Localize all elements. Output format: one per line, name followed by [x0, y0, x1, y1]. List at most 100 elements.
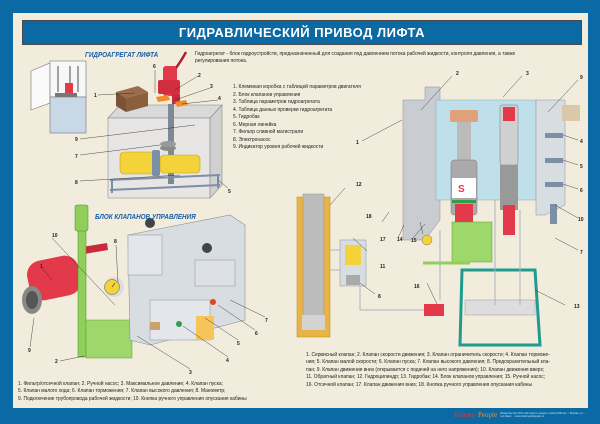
hydro-tank [107, 104, 223, 199]
scheme-valve-block-right [535, 99, 566, 216]
scheme-callout-16: 16 [414, 284, 420, 290]
valve-callout-10: 10 [52, 233, 58, 239]
caption-line: 1. Фильтр/отсечной клапан; 2. Ручной нас… [18, 381, 223, 387]
scheme-cylinder [296, 193, 331, 338]
hydraulic-scheme: S [296, 75, 580, 347]
slow-speed-valve [196, 316, 214, 340]
valve-callout-1: 1 [40, 264, 43, 270]
hydro-unit-section-title: ГИДРОАГРЕГАТ ЛИФТА [85, 52, 159, 59]
scheme-leader-lines [329, 75, 579, 306]
caption-line: 9. Подключение трубопровода рабочей жидк… [18, 395, 247, 402]
caption-line: пан; 9. Клапан движения вниз (открываетс… [306, 366, 545, 373]
legend-item: 7. Фильтр сливной магистрали [233, 129, 304, 135]
parameter-plate [156, 95, 170, 102]
scheme-callout-15: 15 [411, 238, 417, 244]
valve-block-illustration [22, 204, 266, 370]
scheme-callout-4: 4 [580, 139, 583, 145]
scheme-caption: 1. Сервисный клапан; 2. Клапан скорости … [306, 352, 598, 389]
hydro-callout-3: 3 [210, 84, 213, 90]
hydro-callout-8: 8 [75, 180, 78, 186]
svg-text:S: S [458, 184, 465, 195]
scheme-callout-18: 18 [366, 214, 372, 220]
valve-block-caption: 1. Фильтр/отсечной клапан; 2. Ручной нас… [18, 381, 302, 403]
valve-callout-2: 2 [55, 359, 58, 365]
scheme-callout-6: 6 [580, 188, 583, 194]
hydro-callout-5: 5 [228, 189, 231, 195]
publisher-brand-history: History [454, 411, 475, 419]
legend-item: 6. Мерная линейка [233, 121, 277, 128]
start-valve [176, 321, 182, 327]
valve-callout-5: 5 [237, 341, 240, 347]
high-pressure-valve [210, 299, 216, 305]
publisher-brand-people: People [478, 411, 498, 419]
scheme-hydro-tank [458, 268, 542, 347]
hand-pump-lever [74, 204, 133, 359]
terminal-box [116, 86, 148, 112]
hydro-callout-9: 9 [75, 137, 78, 143]
scheme-callout-13: 13 [574, 304, 580, 310]
scheme-callout-1: 1 [356, 140, 359, 146]
legend-item: 2. Блок клапанов управления [233, 91, 301, 98]
scheme-callout-17: 17 [380, 237, 386, 243]
scheme-callout-9: 9 [580, 75, 583, 81]
legend-item: 3. Таблица параметров гидроагрегата [233, 99, 320, 105]
scheme-callout-11: 11 [380, 264, 386, 270]
scheme-callout-5: 5 [580, 164, 583, 170]
hydro-callout-7: 7 [75, 154, 78, 160]
legend-item: 8. Электронасос [233, 136, 271, 143]
scheme-solenoid [562, 105, 580, 121]
hydro-callout-1: 1 [94, 93, 97, 99]
scheme-manual-button [421, 234, 433, 246]
scheme-callout-7: 7 [580, 250, 583, 256]
title-bar: ГИДРАВЛИЧЕСКИЙ ПРИВОД ЛИФТА [22, 20, 582, 45]
valve-callout-9: 9 [28, 348, 31, 354]
legend-item: 4. Таблица данных проверки гидроагрегата [233, 106, 333, 113]
legend-item: 1. Клеммная коробка с таблицей параметро… [233, 84, 361, 90]
valve-callout-6: 6 [255, 331, 258, 337]
valve-callout-8: 8 [114, 239, 117, 245]
hydro-callout-6: 6 [153, 64, 156, 70]
caption-line: 5. Клапан малого хода; 6. Клапан торможе… [18, 388, 226, 395]
scheme-callout-8: 8 [378, 294, 381, 300]
scheme-shutoff-valve [424, 304, 444, 316]
valve-block-section-title: БЛОК КЛАПАНОВ УПРАВЛЕНИЯ [95, 214, 196, 221]
valve-callout-4: 4 [226, 358, 229, 364]
filter-cylinder [22, 243, 108, 314]
scheme-valve-block-left [402, 86, 441, 241]
scheme-spring-column [499, 104, 519, 235]
caption-line: 1. Сервисный клапан; 2. Клапан скорости … [306, 352, 550, 358]
hydro-unit-leader-lines [79, 70, 229, 189]
check-data-plate [175, 100, 188, 107]
scheme-callout-2: 2 [456, 71, 459, 77]
hydro-callout-2: 2 [198, 73, 201, 79]
valve-block-body [127, 214, 246, 346]
scheme-callout-3: 3 [526, 71, 529, 77]
caption-line: 16. Отсечной клапан; 17. Клапан движения… [306, 381, 533, 388]
valve-callout-3: 3 [189, 370, 192, 376]
valve-callout-7: 7 [265, 318, 268, 324]
caption-line: ния; 5. Клапан малой скорости; 6. Клапан… [306, 359, 551, 366]
manometer [104, 277, 124, 297]
hydro-unit-legend: 1. Клеммная коробка с таблицей параметро… [233, 84, 391, 152]
electric-pump [119, 141, 201, 176]
publisher-fine-print: Издательство ООО «История в людях» тираж… [500, 412, 587, 418]
scheme-side-valves [545, 133, 563, 224]
valve-block-leader-lines [29, 237, 266, 370]
scheme-pipes [330, 200, 521, 311]
hydro-unit-description: Гидроагрегат - блок гидроустройств, пред… [195, 51, 516, 65]
callout-numbers: 1 2 3 4 5 6 7 8 9 1 2 3 4 5 6 7 8 9 10 1… [28, 64, 584, 376]
scheme-callout-10: 10 [578, 217, 584, 223]
scheme-check-valve [339, 239, 367, 287]
hydro-callout-4: 4 [218, 96, 221, 102]
max-pressure-valve [150, 322, 160, 330]
publisher-footer: History People Издательство ООО «История… [454, 411, 590, 419]
scheme-callout-14: 14 [397, 237, 403, 243]
scheme-piston: S [450, 110, 478, 222]
cabinet-illustration [30, 60, 87, 134]
hydro-unit-illustration [30, 51, 229, 199]
page-title: ГИДРАВЛИЧЕСКИЙ ПРИВОД ЛИФТА [178, 25, 426, 40]
control-block-red [158, 51, 188, 104]
scheme-hand-pump [451, 221, 493, 263]
scheme-callout-12: 12 [356, 182, 362, 188]
